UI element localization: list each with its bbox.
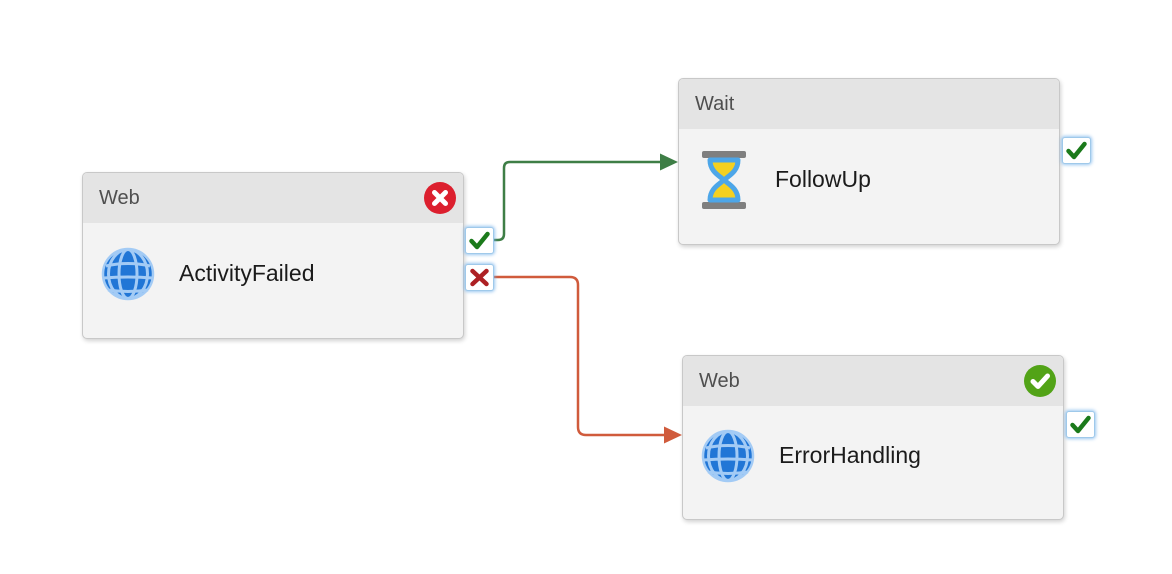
activity-node-errorhandling[interactable]: Web ErrorHandling <box>682 355 1064 520</box>
node-header: Web <box>683 356 1063 406</box>
activityfailed-on-failure-port[interactable] <box>465 264 494 291</box>
hourglass-icon <box>696 150 752 209</box>
node-body: ActivityFailed <box>83 223 463 338</box>
globe-icon <box>700 428 756 484</box>
status-succeeded-badge-icon <box>1024 365 1056 397</box>
failure-connection-line[interactable] <box>494 275 682 444</box>
node-header: Wait <box>679 79 1059 129</box>
activity-name: FollowUp <box>775 166 871 192</box>
check-icon <box>1070 415 1091 434</box>
success-connection-line[interactable] <box>494 153 678 242</box>
check-icon <box>1066 141 1087 160</box>
status-failed-badge-icon <box>424 182 456 214</box>
node-body: ErrorHandling <box>683 406 1063 519</box>
node-type-label: Web <box>699 369 740 392</box>
activity-node-activityfailed[interactable]: Web ActivityFailed <box>82 172 464 339</box>
followup-on-success-port[interactable] <box>1062 137 1091 164</box>
globe-icon <box>100 246 156 302</box>
activityfailed-on-success-port[interactable] <box>465 227 494 254</box>
errorhandling-on-success-port[interactable] <box>1066 411 1095 438</box>
node-header: Web <box>83 173 463 223</box>
node-type-label: Wait <box>695 92 735 115</box>
activity-name: ErrorHandling <box>779 442 921 468</box>
check-icon <box>469 231 490 250</box>
node-body: FollowUp <box>679 129 1059 244</box>
activity-name: ActivityFailed <box>179 260 315 286</box>
activity-node-followup[interactable]: Wait FollowUp <box>678 78 1060 245</box>
cross-icon <box>470 268 489 287</box>
node-type-label: Web <box>99 186 140 209</box>
